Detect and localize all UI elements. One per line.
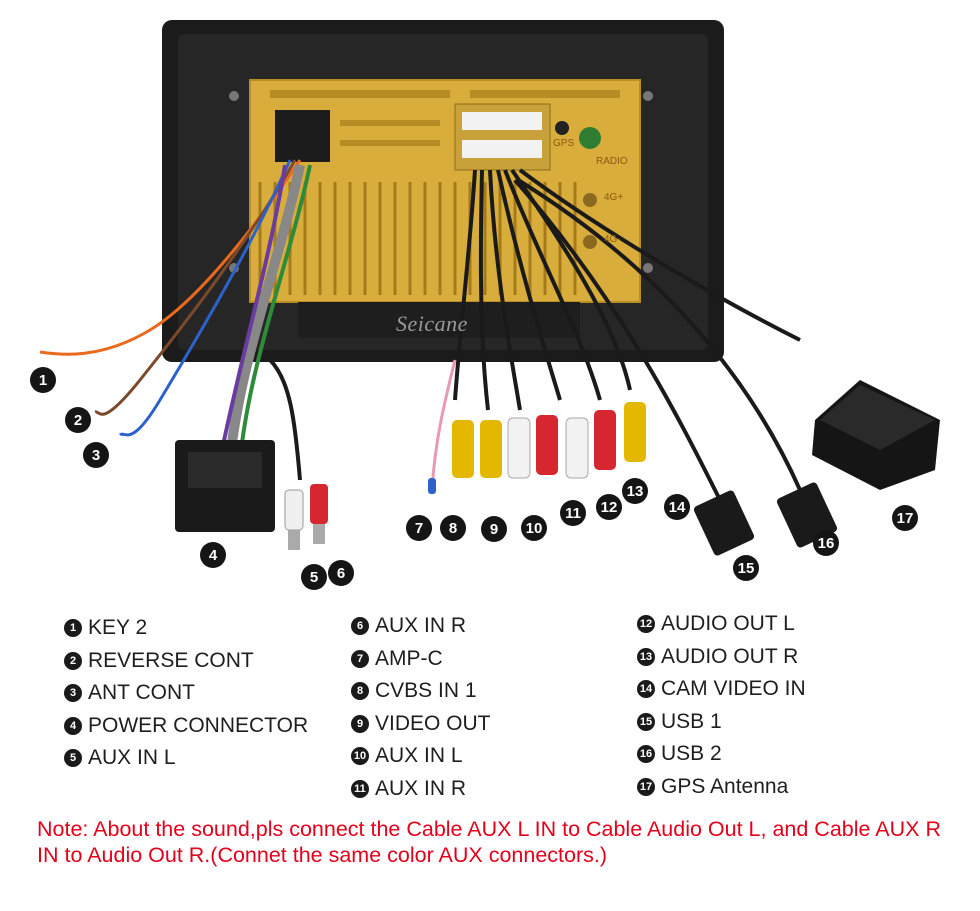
legend-item: 6 AUX IN R [351,610,491,643]
legend-label: AUX IN L [88,746,176,770]
legend-item: 16 USB 2 [637,738,806,771]
lte1-port-label: 4G+ [604,192,624,203]
legend-label: AUX IN L [375,744,463,768]
legend-number: 2 [64,651,82,670]
legend-number: 10 [351,747,369,766]
legend-label: REVERSE CONT [88,648,254,672]
gps-port-label: GPS [553,138,575,149]
legend-item: 4 POWER CONNECTOR [64,710,308,743]
lte2-port-label: 4G- [604,234,621,245]
legend-label: AUX IN R [375,776,467,800]
legend-item: 8 CVBS IN 1 [351,675,491,708]
radio-port-label: RADIO [596,156,628,167]
legend-number: 3 [64,684,82,703]
legend-label: CVBS IN 1 [375,679,477,703]
sound-connection-note: Note: About the sound,pls connect the Ca… [37,817,941,867]
legend-number: 1 [64,619,82,638]
legend-label: AUDIO OUT L [661,612,795,636]
legend-item: 7 AMP-C [351,643,491,676]
callout-17: 17 [892,505,918,531]
callout-11: 11 [560,500,586,526]
callout-7: 7 [406,515,432,541]
legend-number: 7 [351,649,369,668]
callout-9: 9 [481,516,507,542]
legend-item: 3 ANT CONT [64,677,308,710]
legend-item: 14 CAM VIDEO IN [637,673,806,706]
legend-item: 17 GPS Antenna [637,771,806,804]
legend-label: AMP-C [375,646,443,670]
callout-12: 12 [596,494,622,520]
legend-label: USB 2 [661,742,722,766]
callout-10: 10 [521,515,547,541]
legend-label: POWER CONNECTOR [88,713,309,737]
callout-13: 13 [622,478,648,504]
legend-number: 5 [64,749,82,768]
callout-16: 16 [813,530,839,556]
legend-item: 1 KEY 2 [64,612,308,645]
callout-14: 14 [664,494,690,520]
callout-4: 4 [200,542,226,568]
legend-number: 17 [637,777,655,796]
legend-item: 2 REVERSE CONT [64,645,308,678]
callout-3: 3 [83,442,109,468]
legend-number: 12 [637,615,655,634]
legend-number: 11 [351,779,369,798]
legend-number: 14 [637,680,655,699]
legend-label: VIDEO OUT [375,711,491,735]
legend-number: 4 [64,716,82,735]
head-unit-photo [39,20,940,556]
legend-label: ANT CONT [88,681,195,705]
legend-number: 6 [351,617,369,636]
legend-label: USB 1 [661,709,722,733]
legend-number: 8 [351,682,369,701]
legend-item: 10 AUX IN L [351,740,491,773]
legend-number: 13 [637,647,655,666]
legend-item: 15 USB 1 [637,706,806,739]
callout-15: 15 [733,555,759,581]
callout-5: 5 [301,564,327,590]
legend-column-1: 1 KEY 2 2 REVERSE CONT 3 ANT CONT 4 POWER CO… [64,612,308,775]
legend-item: 5 AUX IN L [64,742,308,775]
radio-port [579,127,601,149]
legend-item: 11 AUX IN R [351,773,491,806]
legend-item: 12 AUDIO OUT L [637,608,806,641]
legend-number: 16 [637,745,655,764]
legend-item: 9 VIDEO OUT [351,708,491,741]
callout-1: 1 [30,367,56,393]
callout-6: 6 [328,560,354,586]
legend-label: KEY 2 [88,616,148,640]
legend-label: GPS Antenna [661,774,789,798]
legend-number: 15 [637,712,655,731]
legend-label: CAM VIDEO IN [661,677,806,701]
legend-column-3: 12 AUDIO OUT L 13 AUDIO OUT R 14 CAM VIDEO … [637,608,806,803]
legend-label: AUDIO OUT R [661,644,799,668]
usb-plug-1 [693,490,755,556]
main-connector [275,110,330,162]
callout-8: 8 [440,515,466,541]
legend-number: 9 [351,714,369,733]
callout-2: 2 [65,407,91,433]
legend-label: AUX IN R [375,614,467,638]
watermark: Seicane [396,311,468,336]
legend-item: 13 AUDIO OUT R [637,641,806,674]
